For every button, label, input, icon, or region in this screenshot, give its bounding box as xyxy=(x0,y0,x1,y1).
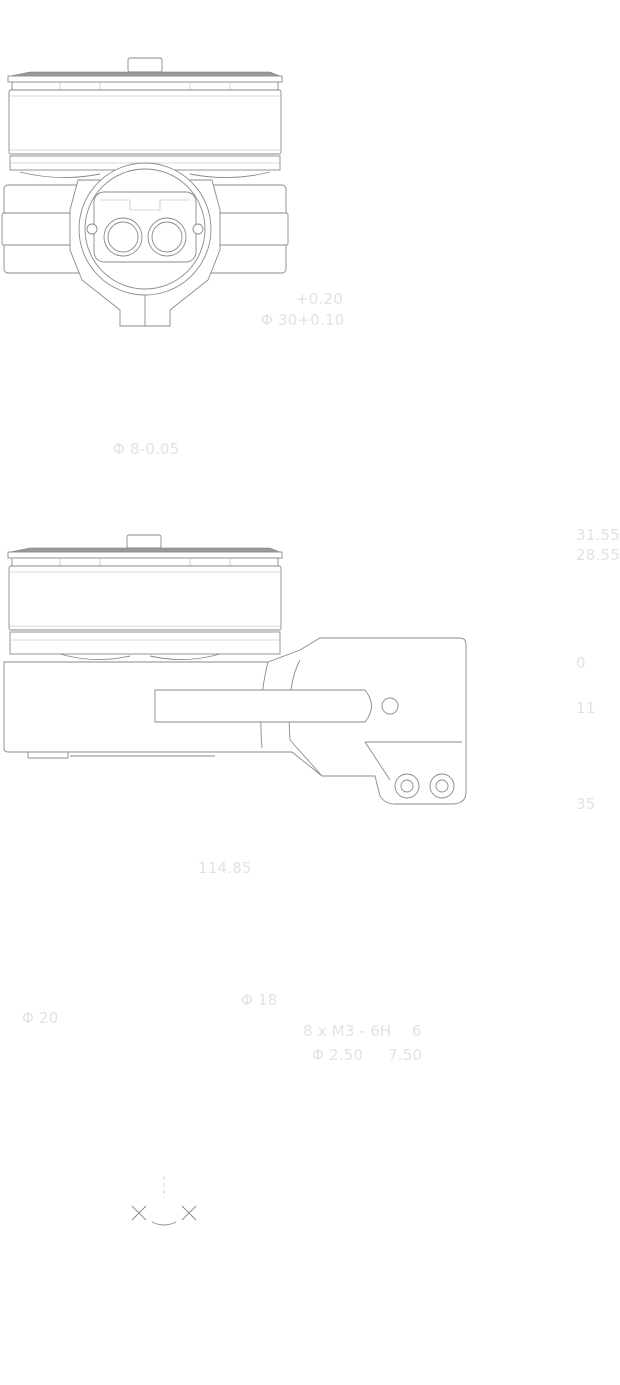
cross-mark-right xyxy=(181,1205,197,1221)
dim-length: 114.85 xyxy=(198,859,252,877)
dim-thread-spec: 8 x M3 - 6H xyxy=(303,1022,392,1040)
dim-thirtyfive: 35 xyxy=(576,795,596,813)
top-plate xyxy=(9,71,281,77)
side-view-drawing xyxy=(3,534,467,805)
dim-pin-diameter: Φ 8-0.05 xyxy=(113,440,180,458)
side-motor-bell xyxy=(8,565,282,631)
dim-thread-depth: 6 xyxy=(412,1022,422,1040)
bore-right xyxy=(147,217,187,257)
side-top-plate xyxy=(9,547,281,553)
bore-left xyxy=(103,217,143,257)
bottom-connector xyxy=(27,751,69,759)
screw-left xyxy=(394,773,420,799)
dim-tolerance-upper: +0.20 xyxy=(296,290,343,308)
screw-right xyxy=(429,773,455,799)
motor-bell xyxy=(8,89,282,155)
bolt-right xyxy=(192,223,204,235)
dim-eleven: 11 xyxy=(576,699,596,717)
cross-mark-left xyxy=(131,1205,147,1221)
dim-hole-depth: 7.50 xyxy=(388,1046,423,1064)
side-shaft-cap xyxy=(126,534,162,549)
dim-bore-diameter: Φ 30+0.10 xyxy=(261,311,345,329)
dim-hole-diameter: Φ 2.50 xyxy=(312,1046,364,1064)
dim-zero: 0 xyxy=(576,654,586,672)
clamp-ring-inner xyxy=(84,168,206,290)
top-band xyxy=(11,81,279,91)
arm-slot xyxy=(154,689,372,723)
bolt-left xyxy=(86,223,98,235)
top-view-drawing xyxy=(1,57,289,327)
dim-dia-20: Φ 20 xyxy=(22,1009,59,1027)
dim-height-b: 28.55 xyxy=(576,546,620,564)
dim-dia-18: Φ 18 xyxy=(241,991,278,1009)
top-plate-rim xyxy=(7,75,283,83)
shaft-cap xyxy=(127,57,163,73)
detail-view-drawing xyxy=(131,1176,197,1226)
arm-pin-hole xyxy=(381,697,399,715)
detail-arc xyxy=(151,1221,177,1226)
dim-height-a: 31.55 xyxy=(576,526,620,544)
